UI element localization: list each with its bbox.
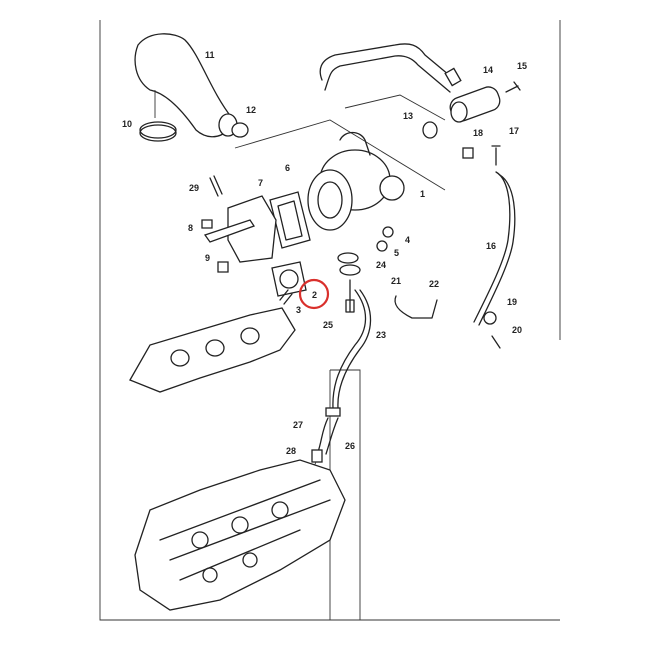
callout-5[interactable]: 5 [394, 248, 399, 258]
callout-27[interactable]: 27 [293, 420, 303, 430]
callout-1[interactable]: 1 [420, 189, 425, 199]
callout-8[interactable]: 8 [188, 223, 193, 233]
part-19-fitting [483, 311, 497, 325]
callout-11[interactable]: 11 [205, 50, 215, 60]
callout-9[interactable]: 9 [205, 253, 210, 263]
callout-28[interactable]: 28 [286, 446, 296, 456]
part-13-oring [422, 121, 438, 139]
callout-19[interactable]: 19 [507, 297, 517, 307]
part-4-nut [382, 226, 394, 238]
part-7-elbow [203, 195, 277, 263]
callout-15[interactable]: 15 [517, 61, 527, 71]
part-8-bolt [201, 219, 213, 229]
part-16-pipe [473, 171, 516, 326]
part-27-clip [325, 407, 341, 417]
callout-14[interactable]: 14 [483, 65, 493, 75]
part-12-clamp [231, 122, 249, 138]
part-28-fitting [311, 449, 323, 463]
callout-2[interactable]: 2 [312, 290, 317, 300]
part-20-bolt [491, 335, 501, 349]
part-17-bolt [491, 145, 501, 166]
callout-10[interactable]: 10 [122, 119, 132, 129]
part-5-washer [376, 240, 388, 252]
callout-6[interactable]: 6 [285, 163, 290, 173]
highlight-circle-part-2 [298, 278, 330, 310]
callout-3[interactable]: 3 [296, 305, 301, 315]
part-25-fitting [345, 279, 355, 313]
part-2-gasket [271, 261, 307, 297]
callout-17[interactable]: 17 [509, 126, 519, 136]
part-9-bolt [217, 261, 229, 273]
part-pipe-upper [319, 43, 456, 93]
callout-4[interactable]: 4 [405, 235, 410, 245]
callout-20[interactable]: 20 [512, 325, 522, 335]
callout-7[interactable]: 7 [258, 178, 263, 188]
part-engine-block [134, 459, 346, 611]
part-3-stud [279, 289, 293, 305]
callout-21[interactable]: 21 [391, 276, 401, 286]
callout-26[interactable]: 26 [345, 441, 355, 451]
part-23-pipe [332, 289, 372, 409]
part-15-bolt [505, 81, 521, 93]
callout-29[interactable]: 29 [189, 183, 199, 193]
callout-16[interactable]: 16 [486, 241, 496, 251]
part-29-stud [209, 175, 223, 197]
part-26-hose [317, 417, 339, 455]
callout-12[interactable]: 12 [246, 105, 256, 115]
part-18-washer [462, 147, 474, 159]
callout-25[interactable]: 25 [323, 320, 333, 330]
callout-24[interactable]: 24 [376, 260, 386, 270]
callout-18[interactable]: 18 [473, 128, 483, 138]
part-exhaust-manifold [129, 307, 296, 393]
callout-23[interactable]: 23 [376, 330, 386, 340]
part-24-gasket [337, 252, 359, 264]
part-21-pipe [394, 295, 438, 319]
callout-22[interactable]: 22 [429, 279, 439, 289]
part-11-hose [134, 33, 233, 138]
callout-labels: 1 2 3 4 5 6 7 8 9 10 11 12 13 14 15 16 1… [122, 50, 527, 456]
callout-13[interactable]: 13 [403, 111, 413, 121]
part-1-turbocharger [307, 131, 405, 231]
